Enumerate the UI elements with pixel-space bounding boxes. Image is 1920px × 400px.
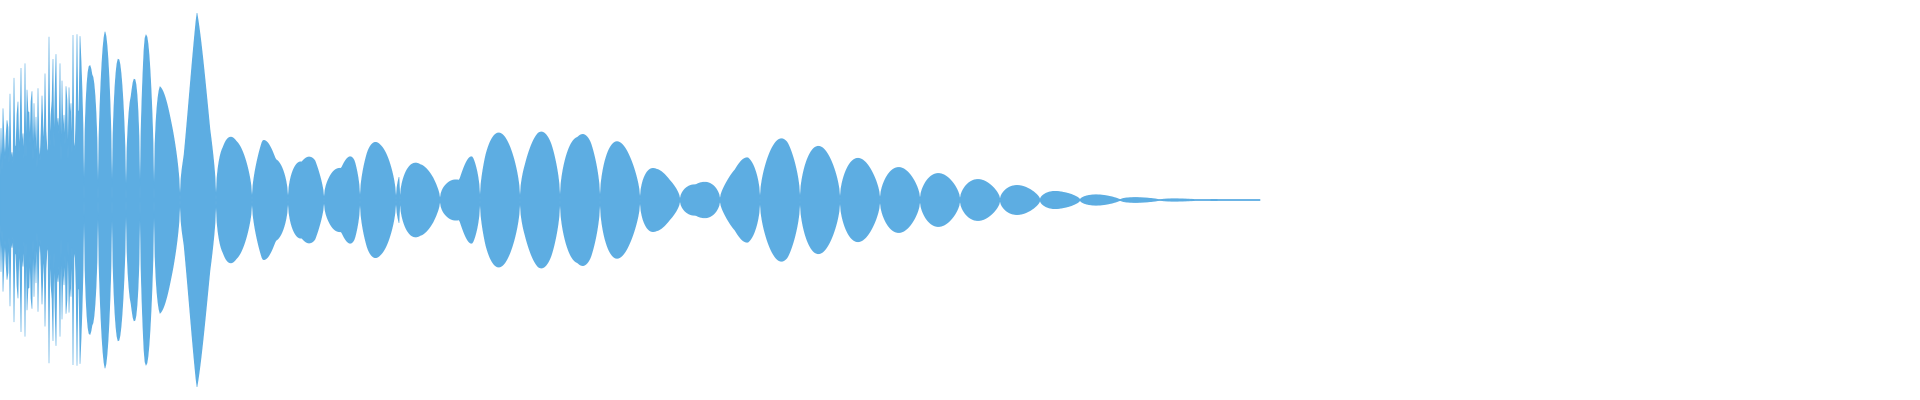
waveform-peaks [0, 13, 1261, 387]
waveform-shape [0, 13, 1261, 387]
